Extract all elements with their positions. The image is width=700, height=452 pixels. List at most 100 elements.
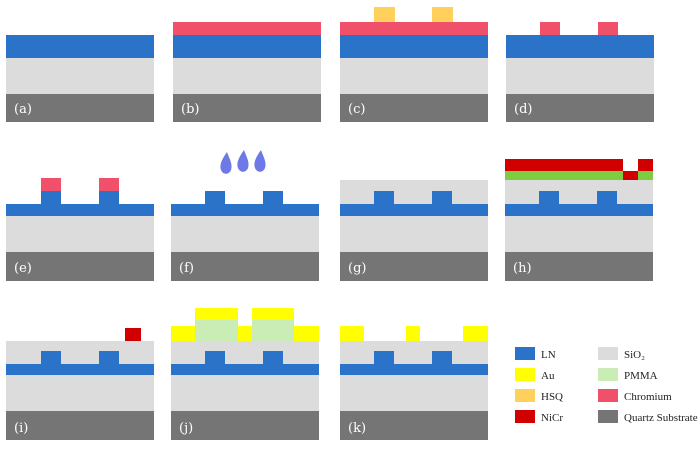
panel-f: (f) [171,150,319,281]
ln-layer [173,35,321,58]
legend-label-pmma: PMMA [624,370,658,382]
sio2-layer [340,216,488,252]
sio2-cladding-layer [6,341,154,364]
sio2-layer [171,375,319,411]
legend-swatch-quartz [598,410,618,423]
panel-h: (h) [505,159,653,281]
legend-label-quartz: Quartz Substrate [624,412,698,424]
quartz-substrate-layer [6,411,154,440]
ln-slab-layer [340,204,488,216]
ln-ridge-right [99,351,119,364]
panel-d: (d) [506,22,654,122]
legend-swatch-sio2 [598,347,618,360]
ln-slab-layer [171,364,319,375]
resist-layer-right [638,171,653,180]
panel-a: (a) [6,35,154,122]
sio2-layer [6,375,154,411]
etchant-droplet-icon [220,152,232,174]
chromium-layer [340,22,488,35]
sio2-layer [340,58,488,94]
ln-ridge-right [432,351,452,364]
chromium-mask-right [99,178,119,191]
panel-k: (k) [340,326,488,440]
au-pad [294,326,319,341]
sio2-layer [506,58,654,94]
panel-c: (c) [340,7,488,122]
panel-label: (b) [181,102,199,117]
ln-slab-layer [6,364,154,375]
sio2-layer [505,216,653,252]
quartz-substrate-layer [505,252,653,281]
sio2-layer [173,58,321,94]
panel-b: (b) [173,22,321,122]
legend-swatch-au [515,368,535,381]
legend-label-sio2: SiO₂ [624,349,645,361]
legend-swatch-chromium [598,389,618,402]
legend: LN SiO₂ Au PMMA HSQ Chromium NiCr Quartz… [515,347,698,424]
legend-label-ln: LN [541,349,556,361]
resist-layer-left [505,171,623,180]
hsq-mask-left [374,7,395,22]
ln-ridge-right [99,191,119,204]
legend-swatch-ln [515,347,535,360]
sio2-layer [340,375,488,411]
panel-label: (j) [179,421,193,436]
ln-ridge-left [41,191,61,204]
ln-ridge-right [597,191,617,204]
legend-label-au: Au [541,370,555,382]
quartz-substrate-layer [506,94,654,122]
chromium-layer [173,22,321,35]
panel-label: (i) [14,421,28,436]
quartz-substrate-layer [340,411,488,440]
panel-i: (i) [6,328,154,440]
au-pad [238,326,252,341]
etchant-droplet-icon [254,150,266,172]
panel-label: (d) [514,102,532,117]
sio2-layer [6,216,154,252]
chromium-mask-left [41,178,61,191]
ln-layer [340,35,488,58]
quartz-substrate-layer [340,252,488,281]
ln-ridge-right [432,191,452,204]
quartz-substrate-layer [171,252,319,281]
ln-slab-layer [340,364,488,375]
sio2-cladding-layer [171,341,319,364]
sio2-cladding-layer [340,341,488,364]
ln-layer [506,35,654,58]
ln-ridge-left [205,191,225,204]
ln-ridge-left [205,351,225,364]
panel-label: (e) [14,261,32,276]
ln-ridge-right [263,351,283,364]
panel-label: (g) [348,261,366,276]
nicr-layer-right [638,159,653,171]
ln-ridge-left [41,351,61,364]
panel-label: (a) [14,102,32,117]
panel-label: (c) [348,102,365,117]
nicr-heater [125,328,141,341]
quartz-substrate-layer [171,411,319,440]
au-layer-on-pmma [252,308,294,320]
quartz-substrate-layer [6,94,154,122]
etchant-droplet-icon [237,150,249,172]
quartz-substrate-layer [6,252,154,281]
ln-slab-layer [171,204,319,216]
au-electrode [463,326,488,341]
quartz-substrate-layer [340,94,488,122]
legend-swatch-nicr [515,410,535,423]
panel-label: (k) [348,421,366,436]
au-layer-on-pmma [195,308,238,320]
panel-label: (h) [513,261,532,276]
legend-label-nicr: NiCr [541,412,563,424]
sio2-layer [171,216,319,252]
chromium-mask-left [540,22,560,35]
panel-j: (j) [171,308,319,440]
ln-ridge-right [263,191,283,204]
ln-ridge-left [374,351,394,364]
au-pad [171,326,195,341]
pmma-block-right [252,320,294,341]
legend-swatch-hsq [515,389,535,402]
panel-label: (f) [179,261,194,276]
hsq-mask-right [432,7,453,22]
sio2-cladding-layer [340,180,488,204]
